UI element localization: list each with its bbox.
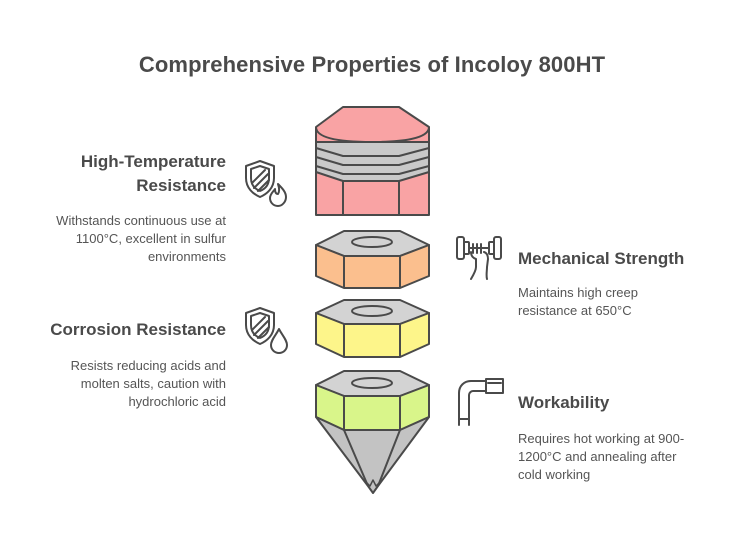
- red-nut-top: [315, 106, 430, 143]
- shield-drop-icon: [245, 307, 288, 354]
- page-title: Comprehensive Properties of Incoloy 800H…: [138, 52, 606, 77]
- corrosion-desc-line-2: molten salts, caution with: [80, 376, 226, 391]
- high-temp-title: High-Temperature Resistance: [40, 150, 226, 198]
- corrosion-title: Corrosion Resistance: [10, 318, 226, 342]
- shield-flame-icon: [245, 160, 287, 207]
- corrosion-desc-line-3: hydrochloric acid: [128, 394, 226, 409]
- mechanical-title-line-1: Mechanical Strength: [518, 249, 685, 268]
- workability-desc-line-3: cold working: [518, 467, 591, 482]
- high-temp-desc-line-1: Withstands continuous use at: [56, 213, 226, 228]
- corrosion-desc-line-1: Resists reducing acids and: [70, 358, 226, 373]
- workability-title: Workability: [518, 391, 738, 415]
- high-temp-description: Withstands continuous use at 1100°C, exc…: [10, 212, 226, 266]
- mechanical-title: Mechanical Strength: [518, 247, 738, 271]
- dumbbell-hand-icon: [456, 236, 502, 280]
- mechanical-description: Maintains high creep resistance at 650°C: [518, 284, 738, 320]
- pipe-elbow-icon: [458, 378, 504, 426]
- workability-desc-line-2: 1200°C and annealing after: [518, 449, 677, 464]
- mechanical-desc-line-2: resistance at 650°C: [518, 303, 632, 318]
- corrosion-description: Resists reducing acids and molten salts,…: [10, 357, 226, 411]
- high-temp-title-line-2: Resistance: [136, 176, 226, 195]
- cone-tip: [315, 416, 430, 494]
- workability-desc-line-1: Requires hot working at 900-: [518, 431, 685, 446]
- workability-description: Requires hot working at 900- 1200°C and …: [518, 430, 738, 484]
- mechanical-desc-line-1: Maintains high creep: [518, 285, 638, 300]
- high-temp-title-line-1: High-Temperature: [80, 152, 226, 171]
- high-temp-desc-line-2: 1100°C, excellent in sulfur: [75, 231, 226, 246]
- workability-title-line-1: Workability: [518, 393, 610, 412]
- corrosion-title-line-1: Corrosion Resistance: [50, 320, 226, 339]
- high-temp-desc-line-3: environments: [147, 249, 226, 264]
